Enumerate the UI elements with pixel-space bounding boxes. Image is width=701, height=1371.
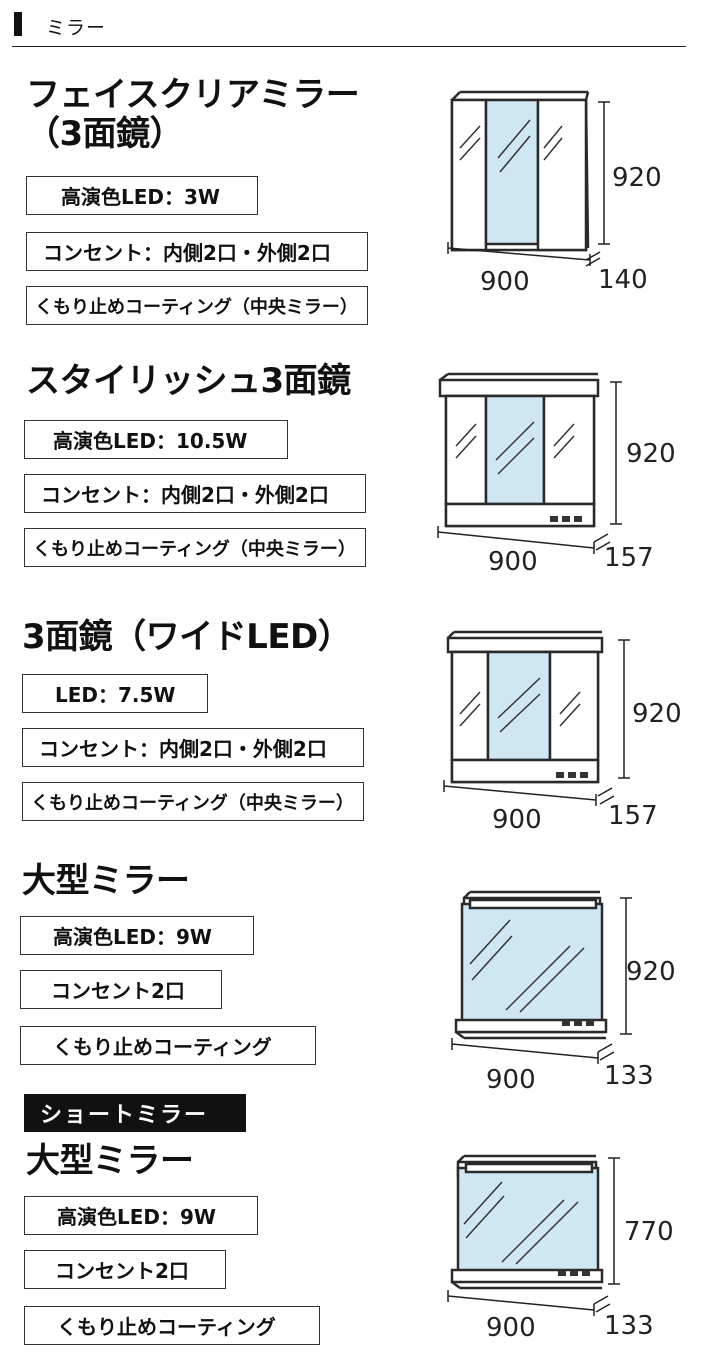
spec-text: くもり止めコーティング（中央ミラー） [31, 792, 354, 814]
spec-coating: くもり止めコーティング（中央ミラー） [24, 528, 366, 567]
spec-text: コンセント：内側2口・外側2口 [43, 241, 331, 265]
spec-text: 高演色LED：9W [53, 925, 212, 949]
height-dim: 920 [626, 439, 676, 469]
spec-outlet: コンセント2口 [20, 970, 222, 1009]
product-title-3: 3面鏡（ワイドLED） [22, 617, 352, 657]
spec-coating: くもり止めコーティング（中央ミラー） [22, 782, 364, 821]
width-dim: 900 [486, 1065, 536, 1095]
mirror-illustration-3 [443, 630, 630, 806]
spec-text: 高演色LED：9W [57, 1205, 216, 1229]
spec-text: 高演色LED：10.5W [53, 429, 248, 453]
mirror-illustration-1 [447, 90, 610, 267]
height-dim: 920 [612, 163, 662, 193]
product-title-1: フェイスクリアミラー （3面鏡） [26, 75, 360, 155]
spec-led: 高演色LED：10.5W [24, 420, 288, 459]
spec-led: LED：7.5W [22, 674, 208, 713]
spec-text: コンセント2口 [51, 979, 185, 1003]
spec-outlet: コンセント：内側2口・外側2口 [24, 474, 366, 513]
height-dim: 920 [632, 699, 682, 729]
mirror-illustration-2 [437, 372, 622, 554]
spec-text: くもり止めコーティング [53, 1035, 272, 1059]
short-mirror-tag: ショートミラー [24, 1094, 246, 1132]
depth-dim: 157 [608, 801, 658, 831]
product-title-2: スタイリッシュ3面鏡 [26, 361, 351, 401]
width-dim: 900 [486, 1313, 536, 1343]
spec-text: LED：7.5W [55, 683, 176, 707]
section-title: ミラー [46, 17, 107, 39]
spec-text: コンセント：内側2口・外側2口 [41, 483, 329, 507]
product-title-3-line1: 3面鏡（ワイドLED） [22, 617, 352, 657]
spec-coating: くもり止めコーティング（中央ミラー） [26, 286, 368, 325]
header-bar-mark [14, 12, 22, 36]
spec-outlet: コンセント：内側2口・外側2口 [22, 728, 364, 767]
spec-outlet: コンセント：内側2口・外側2口 [26, 232, 368, 271]
spec-text: くもり止めコーティング（中央ミラー） [35, 296, 358, 318]
depth-dim: 133 [604, 1311, 654, 1341]
spec-text: くもり止めコーティング [57, 1315, 276, 1339]
mirror-illustration-5 [447, 1154, 620, 1316]
spec-text: くもり止めコーティング（中央ミラー） [33, 538, 356, 560]
depth-dim: 140 [598, 265, 648, 295]
dims-2: 920 900 157 [488, 439, 676, 577]
section-header: ミラー [12, 8, 686, 47]
mirror-illustration-4 [451, 890, 632, 1064]
product-title-2-line1: スタイリッシュ3面鏡 [26, 361, 351, 401]
depth-dim: 157 [604, 543, 654, 573]
spec-led: 高演色LED：9W [24, 1196, 258, 1235]
dims-3: 920 900 157 [492, 699, 682, 835]
product-title-4: 大型ミラー [22, 861, 190, 901]
width-dim: 900 [488, 547, 538, 577]
spec-text: コンセント：内側2口・外側2口 [39, 737, 327, 761]
product-title-5: 大型ミラー [26, 1141, 194, 1181]
spec-led: 高演色LED：9W [20, 916, 254, 955]
product-title-1-line2: （3面鏡） [26, 114, 184, 155]
dims-4: 920 900 133 [486, 957, 676, 1095]
spec-text: コンセント2口 [55, 1259, 189, 1283]
product-title-1-line1: フェイスクリアミラー [26, 75, 360, 115]
dims-1: 920 900 140 [480, 163, 662, 297]
spec-outlet: コンセント2口 [24, 1250, 226, 1289]
width-dim: 900 [480, 267, 530, 297]
product-title-4-line1: 大型ミラー [22, 861, 190, 901]
height-dim: 770 [624, 1217, 674, 1247]
spec-led: 高演色LED：3W [26, 176, 258, 215]
depth-dim: 133 [604, 1061, 654, 1091]
width-dim: 900 [492, 805, 542, 835]
product-title-5-line1: 大型ミラー [26, 1141, 194, 1181]
dims-5: 770 900 133 [486, 1217, 674, 1343]
spec-text: 高演色LED：3W [61, 185, 220, 209]
height-dim: 920 [626, 957, 676, 987]
spec-coating: くもり止めコーティング [24, 1306, 320, 1345]
spec-coating: くもり止めコーティング [20, 1026, 316, 1065]
